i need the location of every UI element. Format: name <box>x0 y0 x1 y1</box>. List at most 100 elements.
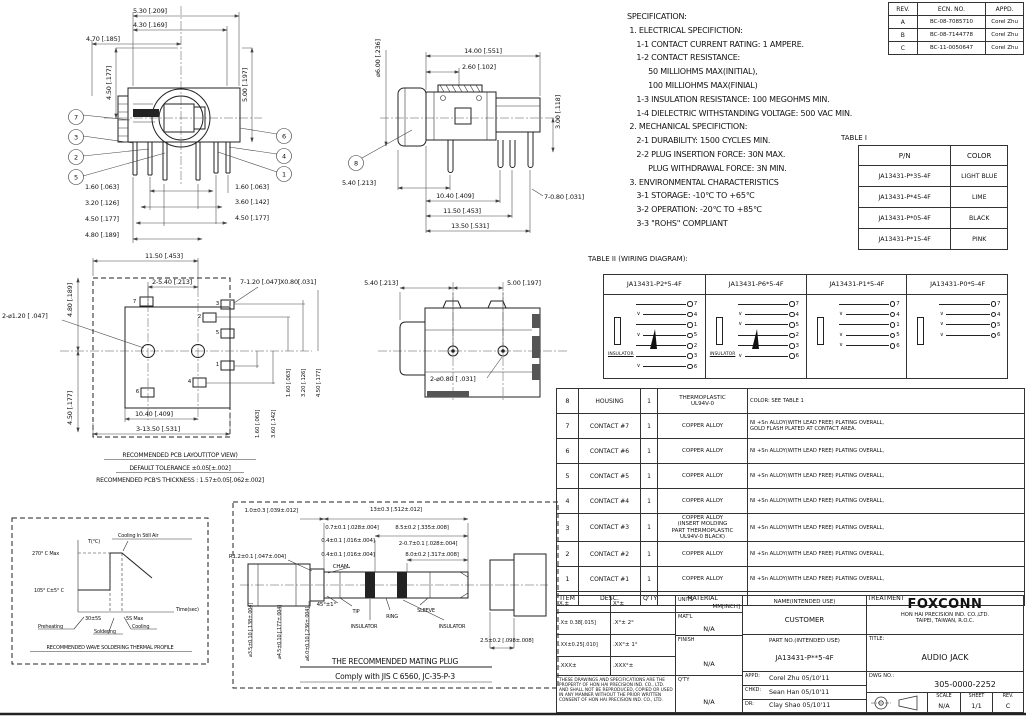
tolerance-cell: .XX°± 1° <box>610 634 676 657</box>
pin-number: 1 <box>896 321 900 328</box>
item-material: COPPER ALLOY <box>657 488 748 514</box>
dim-label: 8.0±0.2 [.317±.008] <box>405 552 458 558</box>
name-label: NAME(INTENDED USE) <box>773 599 836 605</box>
item-number: 2 <box>556 541 579 568</box>
pad-number: 7 <box>133 299 137 305</box>
spec-line: SPECIFICATION: <box>627 12 687 21</box>
item-col-header: ITEM <box>556 591 579 607</box>
front-view: 7 3 2 5 6 4 1 5.30 [.209] 4.30 [.169] 4.… <box>68 6 292 243</box>
spec-line: 1-3 INSULATION RESISTANCE: 100 MEGOHMS M… <box>627 94 830 104</box>
dim-label: 45°±1° <box>317 602 337 608</box>
switch-contact-icon: ∨ <box>838 311 844 318</box>
item-description: CONTACT #3 <box>578 512 641 543</box>
dim-label: ⌀3.5±0.10 [.138±.004] <box>248 603 254 657</box>
spec-line: PLUG WITHDRAWAL FORCE: 3N MIN. <box>627 163 787 173</box>
rev-letter: B <box>888 28 918 42</box>
item-treatment: NI +Sn ALLOY(WITH LEAD FREE) PLATING OVE… <box>747 541 1025 568</box>
item-quantity: 1 <box>640 566 658 593</box>
name-value: CUSTOMER <box>784 616 825 624</box>
table1-header-row: P/N COLOR <box>857 145 1008 166</box>
wire-line <box>939 303 990 305</box>
spec-line: 2. MECHANICAL SPECIFICTION: <box>627 122 748 132</box>
bottom-view: 5.40 [.213] 5.00 [.197] 2-⌀0.80 [ .031] <box>364 279 568 402</box>
approver: Corel Zhu <box>985 28 1024 42</box>
terminal-icon <box>990 301 996 307</box>
balloon-number: 8 <box>354 160 358 168</box>
wiring-column: JA13431-P0*5-4F 7 ∨ 4 ∨ 5 <box>906 275 1008 378</box>
wiring-schematic: 7 ∨ 4 1 ∨ 5 ∨ <box>807 295 908 377</box>
revision-row: C BC-11-0050647 Corel Zhu <box>888 41 1024 55</box>
dim-label: 0.4±0.1 [.016±.004] <box>321 552 374 558</box>
terminal-icon <box>789 353 795 359</box>
plug-symbol <box>715 317 723 345</box>
dim-label: 5.30 [.209] <box>133 7 167 15</box>
item-treatment: NI +Sn ALLOY(WITH LEAD FREE) PLATING OVE… <box>747 512 1025 543</box>
terminal-icon <box>789 332 795 339</box>
pin-row: ∨ 6 <box>736 351 802 361</box>
item-material: COPPER ALLOY <box>657 413 748 439</box>
finish-cell: FINISH N/A <box>675 635 743 676</box>
item-material: COPPER ALLOY <box>657 541 748 568</box>
part-number: JA13431-P*35-4F <box>857 165 952 187</box>
terminal-icon <box>687 343 693 349</box>
item-quantity: 1 <box>640 388 658 414</box>
part-number: JA13431-P*05-4F <box>857 207 952 229</box>
dim-label: 13.50 [.531] <box>451 222 489 230</box>
terminal-icon <box>889 343 896 349</box>
terminal-icon <box>990 332 996 339</box>
spec-line: 100 MILLIOHMS MAX(FINIAL) <box>627 80 758 90</box>
pin-row: ∨ 5 <box>634 330 700 340</box>
terminal-icon <box>889 301 896 307</box>
pcb-caption: RECOMMENDED PCB'S THICKNESS : 1.57±0.05[… <box>96 477 264 484</box>
pin-number: 4 <box>795 311 800 318</box>
qty-cell: Q'TY N/A <box>675 675 743 713</box>
terminal-icon <box>789 311 795 318</box>
table1-row: JA13431-P*15-4F PINK <box>857 228 1008 250</box>
dim-label: 2-5.40 [.213] <box>152 278 192 286</box>
specification-block: SPECIFICATION: 1. ELECTRICAL SPECIFICTIO… <box>627 10 852 231</box>
dim-label: 1.60 [.063] <box>85 183 119 191</box>
pad-number: 5 <box>216 330 220 336</box>
table1: TABLE I P/N COLOR JA13431-P*35-4F LIGHT … <box>836 134 1008 250</box>
spec-line: 1-4 DIELECTRIC WITHSTANDING VOLTAGE: 500… <box>627 108 853 118</box>
dim-label: 4.50 [.177] <box>235 214 269 222</box>
ecn-number: BC-11-0050647 <box>916 41 987 55</box>
dim-label: 3.20 [.126] <box>85 199 119 207</box>
color-value: LIGHT BLUE <box>950 165 1008 187</box>
wire-line <box>636 324 687 326</box>
units-cell: UNITS MM[INCH] <box>675 595 743 613</box>
spec-line: 50 MILLIOHMS MAX(INITIAL), <box>627 67 758 77</box>
table1-row: JA13431-P*45-4F LIME <box>857 186 1008 208</box>
pin-row: 2 <box>736 330 802 340</box>
item-number: 3 <box>556 512 579 543</box>
switch-contact-icon: ∨ <box>838 342 844 349</box>
finish-value: N/A <box>703 660 715 668</box>
note-label: Cooling In Still Air <box>118 533 159 539</box>
dim-label: ⌀6.00 [.236] <box>374 39 382 77</box>
switch-contact-icon: ∨ <box>939 321 944 328</box>
part-number: JA13431-P*15-4F <box>857 228 952 250</box>
dim-label: 1.60 [.063] <box>286 369 292 397</box>
parts-header-row: ITEM DESC. Q'TY MATERIAL TREATMENT <box>556 591 1025 607</box>
chkd-value: Sean Han 05/10'11 <box>769 689 830 696</box>
pin-number: 2 <box>693 342 698 349</box>
item-quantity: 1 <box>640 463 658 489</box>
dim-label: 3-13.50 [.531] <box>136 425 180 433</box>
pin-number: 4 <box>896 311 900 318</box>
item-description: CONTACT #1 <box>578 566 641 593</box>
title-cell: TITLE: AUDIO JACK <box>866 634 1024 672</box>
company-address: TAIPEI, TAIWAN, R.O.C. <box>915 618 975 625</box>
scale-label: SCALE <box>936 694 952 699</box>
thermal-profile: T(°C) 270° C Max 105° C±5° C Time(sec) C… <box>11 517 209 665</box>
item-description: CONTACT #5 <box>578 463 641 489</box>
item-treatment: COLOR: SEE TABLE 1 <box>747 388 1025 414</box>
wiring-part-number: JA13431-P0*5-4F <box>907 275 1008 295</box>
pin-number: 6 <box>997 332 1001 339</box>
wire-line <box>636 345 687 347</box>
dim-label: 2-0.7±0.1 [.028±.004] <box>399 541 458 547</box>
insulator-symbol <box>650 329 657 349</box>
item-description: CONTACT #4 <box>578 488 641 514</box>
side-view: 8 ⌀6.00 [.236] 14.00 [.551] 2.60 [.102] … <box>342 39 584 233</box>
item-material: COPPER ALLOY <box>657 438 748 464</box>
value-label: 105° C±5° C <box>34 588 65 594</box>
